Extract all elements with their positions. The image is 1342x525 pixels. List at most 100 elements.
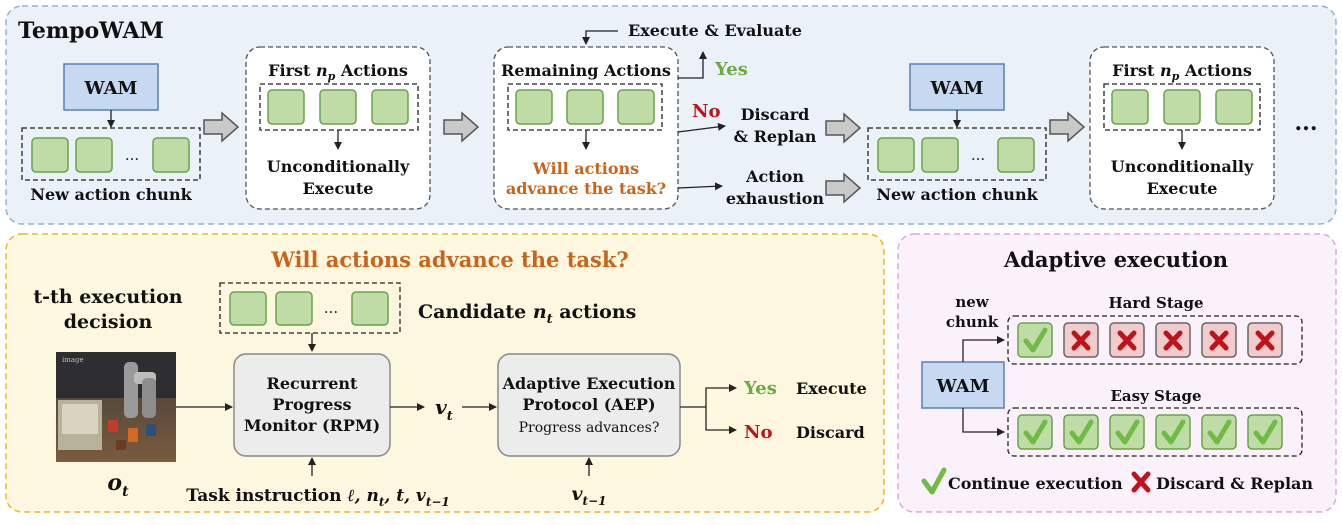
legend-discard-label: Discard & Replan: [1156, 474, 1313, 493]
first-actions-group-1: [259, 83, 419, 131]
ellipsis: ...: [971, 146, 985, 164]
stage-action-block: [1109, 414, 1145, 450]
remaining-actions-group: [507, 83, 663, 131]
check-icon: [921, 467, 947, 495]
observation-symbol: ot: [107, 470, 129, 500]
previous-progress-value: vt−1: [572, 483, 607, 508]
observation-image: image: [56, 352, 176, 462]
aep-box: [497, 353, 681, 457]
action-block: [515, 89, 553, 125]
no-label-aep: No: [744, 422, 772, 443]
cross-icon: [1071, 330, 1091, 351]
hard-stage-label: Hard Stage: [1108, 294, 1203, 312]
wam-label-2: WAM: [930, 78, 984, 99]
action-block: [267, 89, 305, 125]
new-chunk-group-2: [867, 127, 1047, 181]
easy-stage-label: Easy Stage: [1110, 387, 1201, 405]
new-chunk-label-1: New action chunk: [30, 185, 192, 204]
exhaust-branch-line: [677, 182, 723, 191]
action-block: [152, 137, 190, 173]
remaining-actions-label: Remaining Actions: [501, 61, 671, 80]
first-actions-box-1: [245, 46, 431, 210]
rpm-box: [233, 353, 391, 457]
action-block: [371, 89, 409, 125]
candidate-actions-group: [219, 282, 401, 334]
new-chunk-label-2: New action chunk: [876, 185, 1038, 204]
action-block: [877, 137, 915, 173]
action-block: [351, 291, 389, 326]
check-icon: [1253, 419, 1278, 445]
action-block: [566, 89, 604, 125]
first-actions-label-1: First np Actions: [268, 61, 408, 83]
stage-action-block: [1017, 322, 1053, 358]
action-block: [997, 137, 1035, 173]
cross-icon: [1131, 471, 1151, 493]
cross-icon: [1163, 330, 1183, 351]
easy-stage-group: [1007, 407, 1303, 457]
ellipsis: ...: [324, 299, 338, 317]
continuation-dots: ...: [1295, 110, 1318, 136]
wam-label-1: WAM: [84, 78, 138, 99]
check-icon: [1023, 419, 1048, 445]
wam-label-3: WAM: [936, 376, 990, 397]
new-chunk-group-1: [21, 127, 201, 181]
stage-action-block: [1017, 414, 1053, 450]
cross-icon: [1255, 330, 1275, 351]
image-tag: image: [62, 356, 84, 364]
action-block: [229, 291, 267, 326]
action-block: [1215, 89, 1253, 125]
action-block: [617, 89, 655, 125]
first-actions-box-2: [1089, 46, 1275, 210]
stage-action-block: [1063, 414, 1099, 450]
action-block: [275, 291, 313, 326]
aep-question: Progress advances?: [519, 420, 660, 436]
hard-stage-row: [1017, 322, 1283, 358]
legend-continue-label: Continue execution: [948, 474, 1123, 493]
action-block: [75, 137, 113, 173]
stage-action-block: [1201, 414, 1237, 450]
task-instruction-label: Task instruction ℓ, nt, t, vt−1: [186, 486, 450, 509]
wam-box-1: [63, 63, 159, 111]
execute-evaluate-label: Execute & Evaluate: [628, 21, 802, 40]
progress-panel-title: Will actions advance the task?: [270, 247, 628, 272]
action-block: [1163, 89, 1201, 125]
no-branch-line: [677, 122, 726, 133]
check-icon: [1069, 419, 1094, 445]
action-block: [1111, 89, 1149, 125]
action-block: [319, 89, 357, 125]
action-block: [921, 137, 959, 173]
candidate-actions-label: Candidate nt actions: [418, 301, 636, 327]
check-icon: [1207, 419, 1232, 445]
cross-icon: [1209, 330, 1229, 351]
hard-stage-group: [1007, 315, 1303, 365]
ellipsis: ...: [125, 146, 139, 164]
progress-value: vt: [435, 395, 453, 424]
stage-action-block: [1247, 414, 1283, 450]
cross-icon: [1117, 330, 1137, 351]
adaptive-panel-title: Adaptive execution: [1003, 247, 1228, 272]
yes-label-aep: Yes: [743, 378, 777, 399]
yes-label-top: Yes: [714, 59, 748, 80]
remaining-actions-box: [493, 46, 679, 210]
check-icon: [1023, 327, 1048, 353]
execute-label: Execute: [796, 379, 867, 398]
action-block: [31, 137, 69, 173]
top-panel-title: TempoWAM: [18, 18, 164, 44]
check-icon: [1161, 419, 1186, 445]
first-actions-label-2: First np Actions: [1112, 61, 1252, 83]
stage-action-block: [1155, 414, 1191, 450]
check-icon: [1115, 419, 1140, 445]
discard-replan-label: Discard& Replan: [734, 105, 817, 146]
easy-stage-row: [1017, 414, 1283, 450]
discard-label: Discard: [796, 423, 865, 442]
no-label-top: No: [692, 101, 720, 122]
